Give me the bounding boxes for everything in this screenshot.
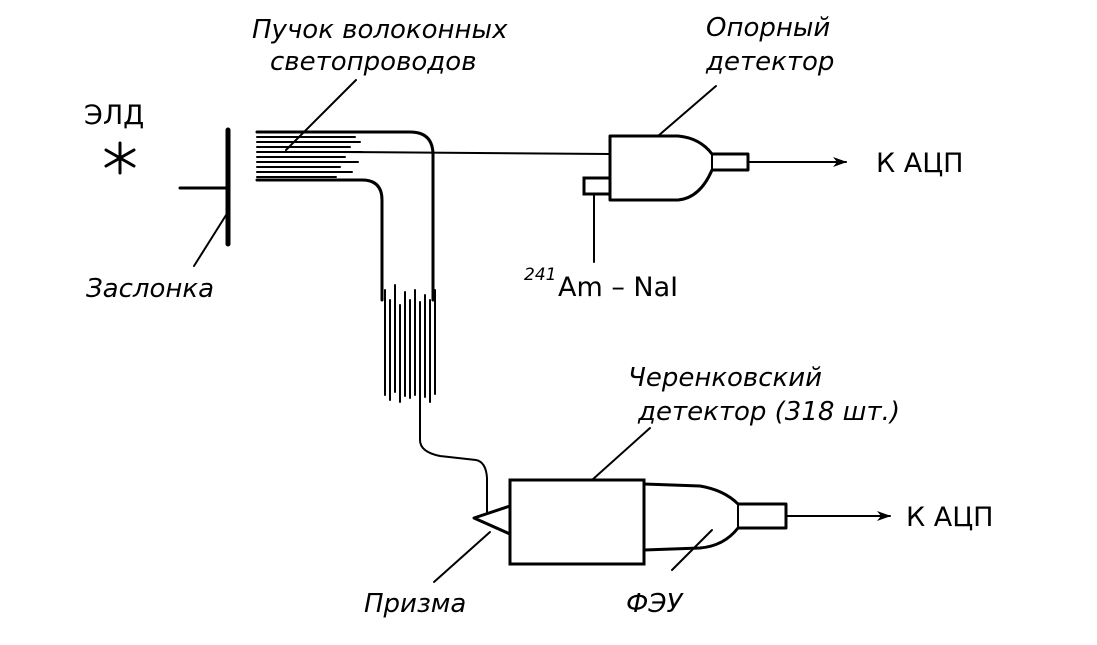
reference-label-line2: детектор [705,47,834,77]
eld-label: ЭЛД [84,100,144,131]
fiber-bundle [255,130,436,403]
bundle-leader-line [285,79,357,151]
prism-label: Призма [364,589,466,619]
reference-label-line1: Опорный [706,13,830,43]
fiber-to-prism [419,399,488,513]
reference-source-crystal [582,176,612,196]
pmt-label: ФЭУ [626,589,685,619]
cherenkov-radiator [508,478,646,566]
source-label: Am – NaI [558,272,678,303]
bundle-label-line1: Пучок волоконных [252,15,508,45]
prism [472,504,512,536]
shutter-label: Заслонка [86,274,214,304]
bundle-label-line2: светопроводов [270,47,477,77]
source-superscript: 241 [524,265,556,285]
adc-bottom-label: К АЦП [906,502,994,533]
cherenkov-label-line2: детектор (318 шт.) [637,397,900,427]
led-source-star-icon [104,141,136,175]
cherenkov-label-line1: Черенковский [628,363,822,393]
reference-detector [582,85,750,263]
shutter [178,127,231,267]
fiber-to-reference [339,151,611,155]
adc-top-label: К АЦП [876,148,964,179]
pmt-tube [642,482,788,552]
